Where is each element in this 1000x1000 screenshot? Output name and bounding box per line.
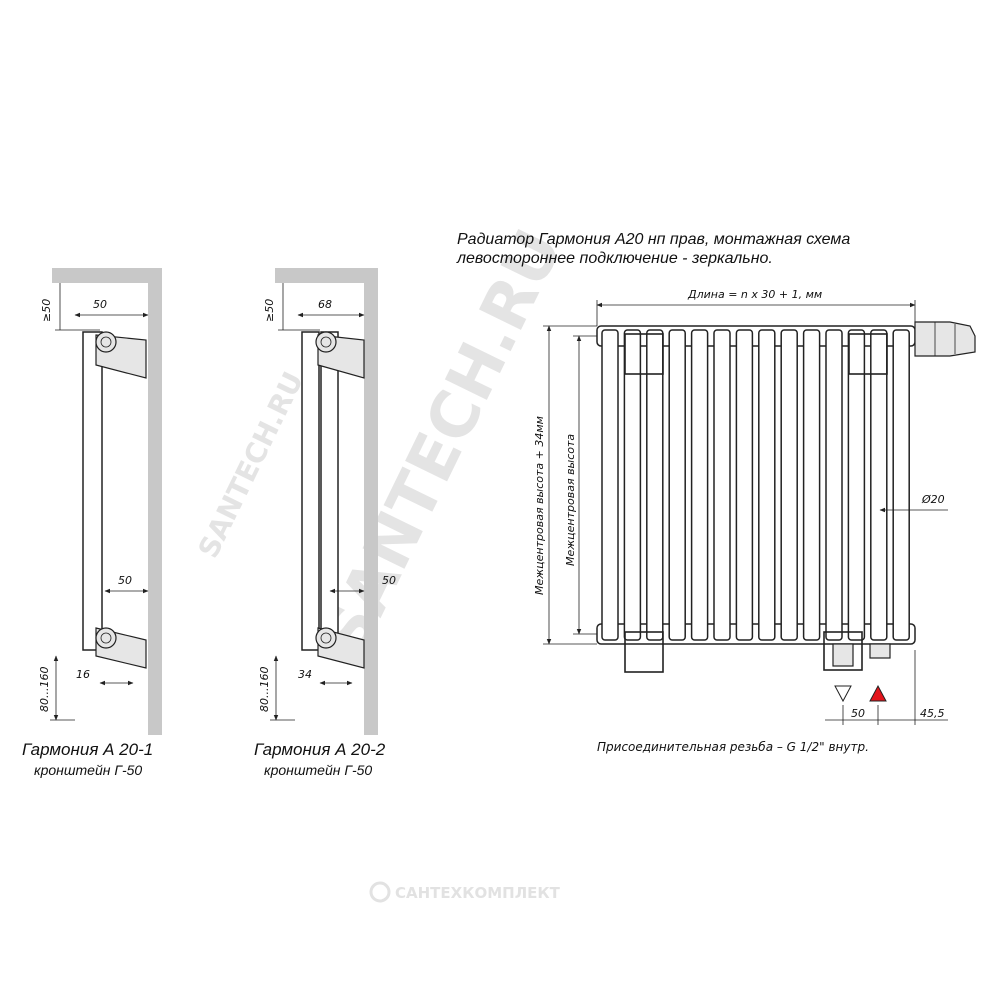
return-flow-marker (834, 685, 852, 703)
caption-a20-1: Гармония А 20-1 (22, 740, 153, 759)
dim-floor: 80...160 (38, 667, 51, 712)
top-valve (95, 331, 117, 353)
radiator-section (735, 329, 754, 641)
watermark: SANTECH.RU SANTECH.RU (192, 219, 578, 667)
diagram-subtitle: левостороннее подключение - зеркально. (456, 250, 773, 267)
side-view-a20-1: ≥50 50 50 16 80...160 Гармония А 20-1 кр… (22, 268, 162, 778)
front-view: Длина = n x 30 + 1, мм Межцентровая высо… (533, 288, 976, 754)
top-right-bracket (848, 333, 888, 375)
dim-top-gap: ≥50 (263, 299, 276, 322)
dim-offset: 16 (76, 668, 90, 681)
bracket-a20-1: кронштейн Г-50 (34, 762, 142, 778)
bottom-valve (95, 627, 117, 649)
radiator-section (668, 329, 686, 641)
top-left-bracket (624, 333, 664, 375)
radiator-section (758, 329, 776, 641)
wall-ceiling (275, 268, 378, 735)
dim-height-outer: Межцентровая высота + 34мм (533, 416, 546, 595)
radiator-tube-back (320, 331, 339, 651)
bottom-collector (596, 623, 916, 645)
dim-diameter: Ø20 (921, 493, 945, 506)
dim-50: 50 (851, 707, 865, 720)
side-view-a20-2: ≥50 68 50 34 80...160 Гармония А 20-2 кр… (254, 268, 396, 778)
supply-flow-marker (869, 684, 887, 702)
radiator-section (825, 329, 843, 641)
radiator-section (601, 329, 619, 641)
diagram-title: Радиатор Гармония А20 нп прав, монтажная… (457, 231, 850, 248)
radiator-section (847, 329, 866, 641)
brand-logo-icon (369, 881, 391, 903)
radiator-section (802, 329, 821, 641)
dim-height-inner: Межцентровая высота (564, 434, 577, 566)
supply-pipe (869, 643, 891, 659)
thread-note: Присоединительная резьба – G 1/2" внутр. (597, 740, 869, 754)
radiator-tubes (601, 329, 910, 641)
radiator-section (892, 329, 910, 641)
radiator-tube (82, 331, 103, 651)
radiator-section (780, 329, 798, 641)
svg-text:SANTECH.RU: SANTECH.RU (192, 367, 310, 563)
radiator-section (690, 329, 709, 641)
dim-length: Длина = n x 30 + 1, мм (687, 288, 822, 301)
dim-top-width: 68 (318, 298, 332, 311)
dim-top-gap: ≥50 (40, 299, 53, 322)
svg-text:САНТЕХКОМПЛЕКТ: САНТЕХКОМПЛЕКТ (395, 884, 561, 902)
valve-head (914, 321, 976, 357)
return-pipe (832, 643, 854, 667)
radiator-tube-front (301, 331, 320, 651)
bracket-a20-2: кронштейн Г-50 (264, 762, 372, 778)
bottom-right-bracket (823, 631, 863, 671)
brand-footer: САНТЕХКОМПЛЕКТ (369, 881, 561, 903)
caption-a20-2: Гармония А 20-2 (254, 740, 386, 759)
top-collector (596, 325, 916, 347)
radiator-section (870, 329, 888, 641)
dim-offset: 34 (298, 668, 312, 681)
radiator-section (713, 329, 731, 641)
dim-floor: 80...160 (258, 667, 271, 712)
radiator-section (623, 329, 642, 641)
dim-top-width: 50 (93, 298, 107, 311)
dim-bottom-width: 50 (118, 574, 132, 587)
bottom-left-bracket (624, 631, 664, 673)
radiator-section (646, 329, 664, 641)
bottom-valve (315, 627, 337, 649)
top-valve (315, 331, 337, 353)
dim-45-5: 45,5 (920, 707, 945, 720)
dim-bottom-width: 50 (382, 574, 396, 587)
wall-ceiling (52, 268, 162, 735)
